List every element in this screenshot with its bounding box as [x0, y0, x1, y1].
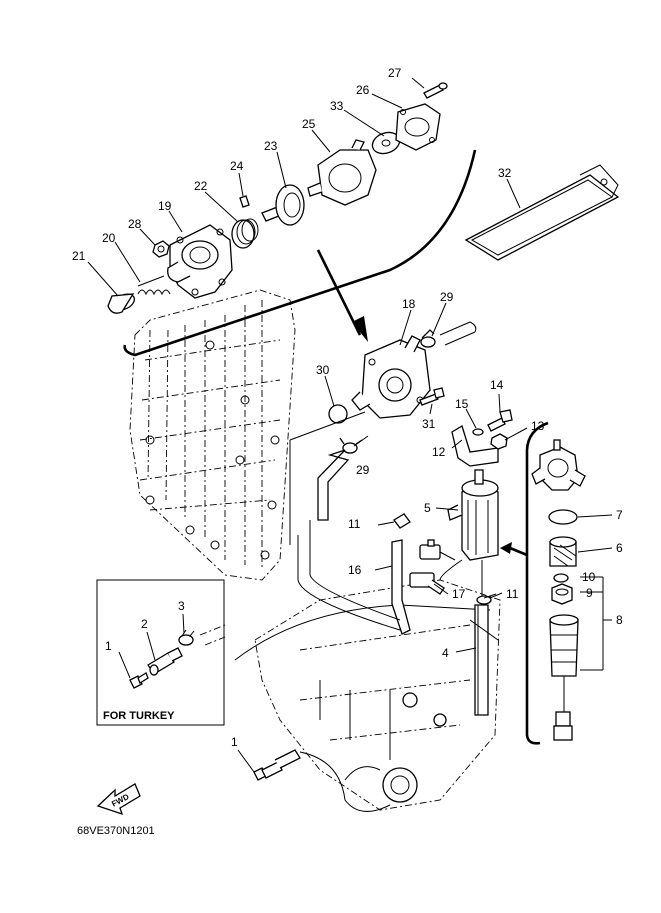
callout-numbers: 27 26 33 25 23 24 22 19 28 20 21 32 18 2…: [72, 66, 623, 749]
callout-13: 13: [531, 419, 545, 433]
inset-label: FOR TURKEY: [103, 710, 175, 722]
callout-5: 5: [424, 501, 431, 515]
part-28-nut: [152, 240, 170, 258]
part-12-bracket: [451, 425, 499, 467]
part-30-o-ring: [328, 404, 348, 424]
part-27-screw: [423, 82, 448, 99]
part-22-spring: [231, 218, 259, 249]
part-26-cover: [395, 103, 441, 151]
part-19-pump-body: [167, 224, 233, 299]
callout-20: 20: [102, 231, 116, 245]
callout-32: 32: [498, 166, 512, 180]
inset-for-turkey: FOR TURKEY: [96, 579, 226, 726]
part-21-cap: [107, 293, 136, 314]
part-29-clamp-upper: [420, 329, 436, 348]
callout-22: 22: [194, 179, 208, 193]
callout-11-b: 11: [506, 587, 519, 601]
callout-26: 26: [356, 83, 370, 97]
upper-exploded-group: [107, 82, 477, 357]
part-13-nut: [490, 433, 508, 450]
filter-head: [531, 439, 586, 491]
callout-33: 33: [330, 99, 344, 113]
part-11-clamp-a: [393, 513, 411, 529]
part-4-tube: [474, 604, 489, 716]
callout-4: 4: [442, 646, 449, 660]
callout-16: 16: [348, 563, 362, 577]
leader-lines: [87, 77, 613, 773]
callout-1-main: 1: [231, 735, 238, 749]
fwd-arrow: FWD: [96, 783, 141, 816]
engine-block-outline: [129, 289, 296, 581]
part-31-bolt: [419, 387, 445, 406]
right-group-bracket: [500, 421, 549, 745]
callout-15: 15: [455, 397, 469, 411]
callout-30: 30: [316, 363, 330, 377]
callout-9: 9: [586, 586, 593, 600]
callout-1-inset: 1: [105, 639, 112, 653]
part-25-housing: [307, 139, 377, 206]
callout-25: 25: [302, 117, 316, 131]
part-5-filter-assembly: [447, 469, 499, 600]
callout-19: 19: [158, 199, 172, 213]
connector-upper: [419, 539, 456, 561]
explode-arrow: [316, 249, 368, 342]
callout-12: 12: [432, 445, 446, 459]
part-32-label-plate: [464, 164, 620, 261]
callout-11-a: 11: [348, 517, 361, 531]
callout-8: 8: [616, 613, 623, 627]
part-15-washer: [472, 428, 484, 436]
callout-29-lower: 29: [356, 463, 370, 477]
callout-14: 14: [490, 378, 504, 392]
inset-part-3-clamp: [178, 629, 195, 646]
callout-24: 24: [230, 159, 244, 173]
callout-7: 7: [616, 508, 623, 522]
callout-31: 31: [422, 417, 436, 431]
part-7-o-ring: [548, 509, 578, 525]
lower-bracket-outline: [234, 579, 501, 811]
callout-29-upper: 29: [440, 290, 454, 304]
callout-6: 6: [616, 541, 623, 555]
part-24-pin: [239, 195, 250, 208]
callout-28: 28: [128, 217, 142, 231]
part-8-filter-cup: [549, 614, 579, 741]
inset-part-2-fitting: [147, 647, 183, 676]
part-17-connector: [409, 572, 445, 595]
callout-18: 18: [402, 297, 416, 311]
part-6-element: [549, 536, 577, 567]
callout-17: 17: [452, 587, 466, 601]
part-9-nut: [551, 583, 573, 605]
callout-10: 10: [582, 570, 596, 584]
callout-23: 23: [264, 139, 278, 153]
inset-part-1-screw: [129, 672, 149, 689]
callout-21: 21: [72, 249, 86, 263]
callout-2: 2: [141, 617, 148, 631]
part-20-spring: [137, 275, 171, 296]
part-23-diaphragm: [261, 184, 305, 226]
part-10-ring: [553, 573, 569, 583]
callout-27: 27: [388, 66, 402, 80]
part-1-screw-lower: [253, 749, 391, 812]
part-18-fuel-pump: [351, 335, 431, 419]
part-16-hose: [391, 539, 411, 635]
diagram-code: 68VE370N1201: [77, 825, 155, 837]
part-14-bolt: [487, 409, 513, 432]
fuel-hose-upper: [317, 449, 350, 521]
part-11-clamp-b: [476, 593, 497, 605]
callout-3: 3: [178, 599, 185, 613]
